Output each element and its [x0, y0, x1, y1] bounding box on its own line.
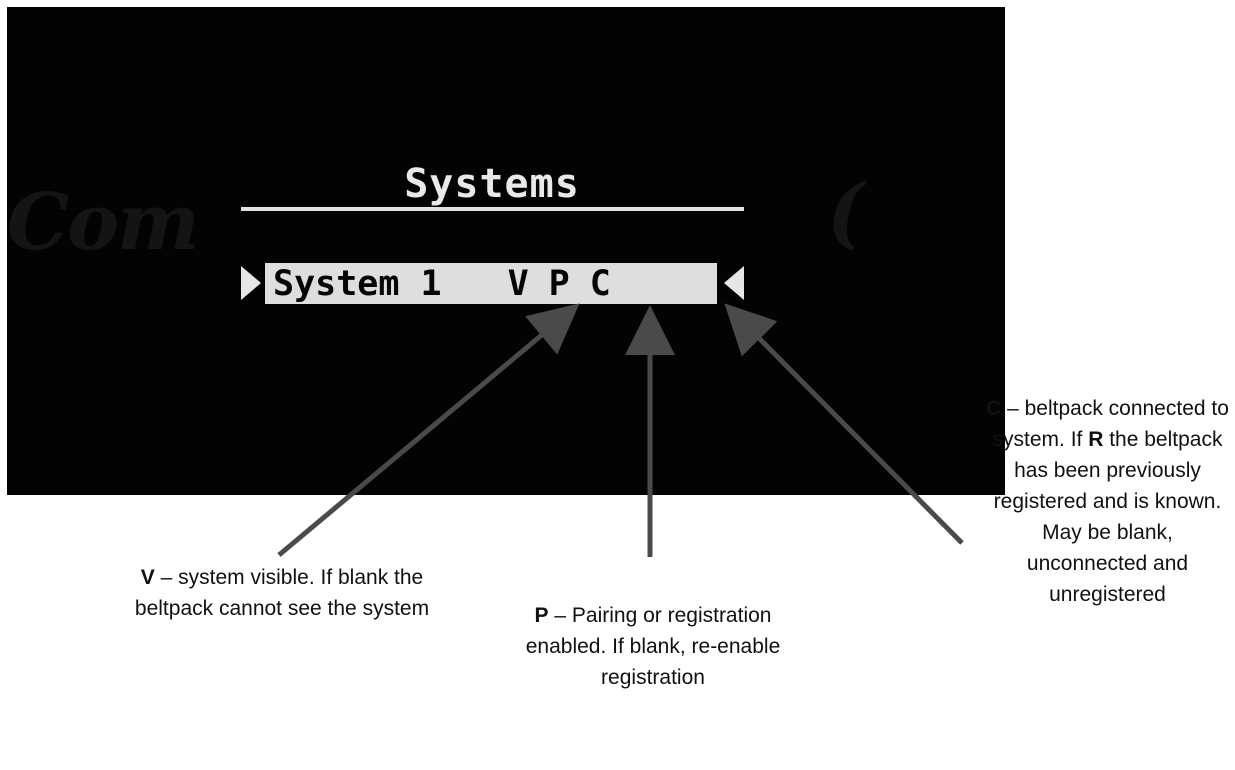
callout-p-letter: P [534, 604, 549, 627]
background-logo-left: Com [7, 177, 200, 268]
callout-c: C – beltpack connected to system. If R t… [985, 393, 1230, 610]
device-screen: Com ( Systems System 1 V P C [7, 7, 1005, 495]
callout-c-text-before: – beltpack connected to system. If [992, 397, 1229, 451]
screen-title: Systems [404, 161, 580, 207]
flag-pairing: P [548, 263, 570, 304]
callout-v-text: – system visible. If blank the beltpack … [134, 566, 430, 620]
flag-visible: V [507, 263, 529, 304]
title-underline [241, 207, 744, 211]
callout-v: V – system visible. If blank the beltpac… [132, 562, 432, 624]
arrow-to-v [277, 303, 580, 557]
scroll-left-arrow-icon[interactable] [241, 266, 261, 300]
callout-c-letter-r: R [1088, 428, 1104, 451]
callout-c-text-after: the beltpack has been previously registe… [993, 428, 1223, 606]
callout-p-text: – Pairing or registration enabled. If bl… [525, 604, 781, 689]
system-name: System 1 [273, 263, 442, 304]
arrow-to-c [724, 303, 964, 545]
callout-v-letter: V [140, 566, 155, 589]
callout-c-letter: C [986, 397, 1002, 420]
callout-p: P – Pairing or registration enabled. If … [523, 600, 783, 693]
system-list-row[interactable]: System 1 V P C [265, 263, 717, 304]
background-logo-right: ( [827, 167, 864, 258]
flag-connected: C [589, 263, 611, 304]
scroll-right-arrow-icon[interactable] [724, 266, 744, 300]
